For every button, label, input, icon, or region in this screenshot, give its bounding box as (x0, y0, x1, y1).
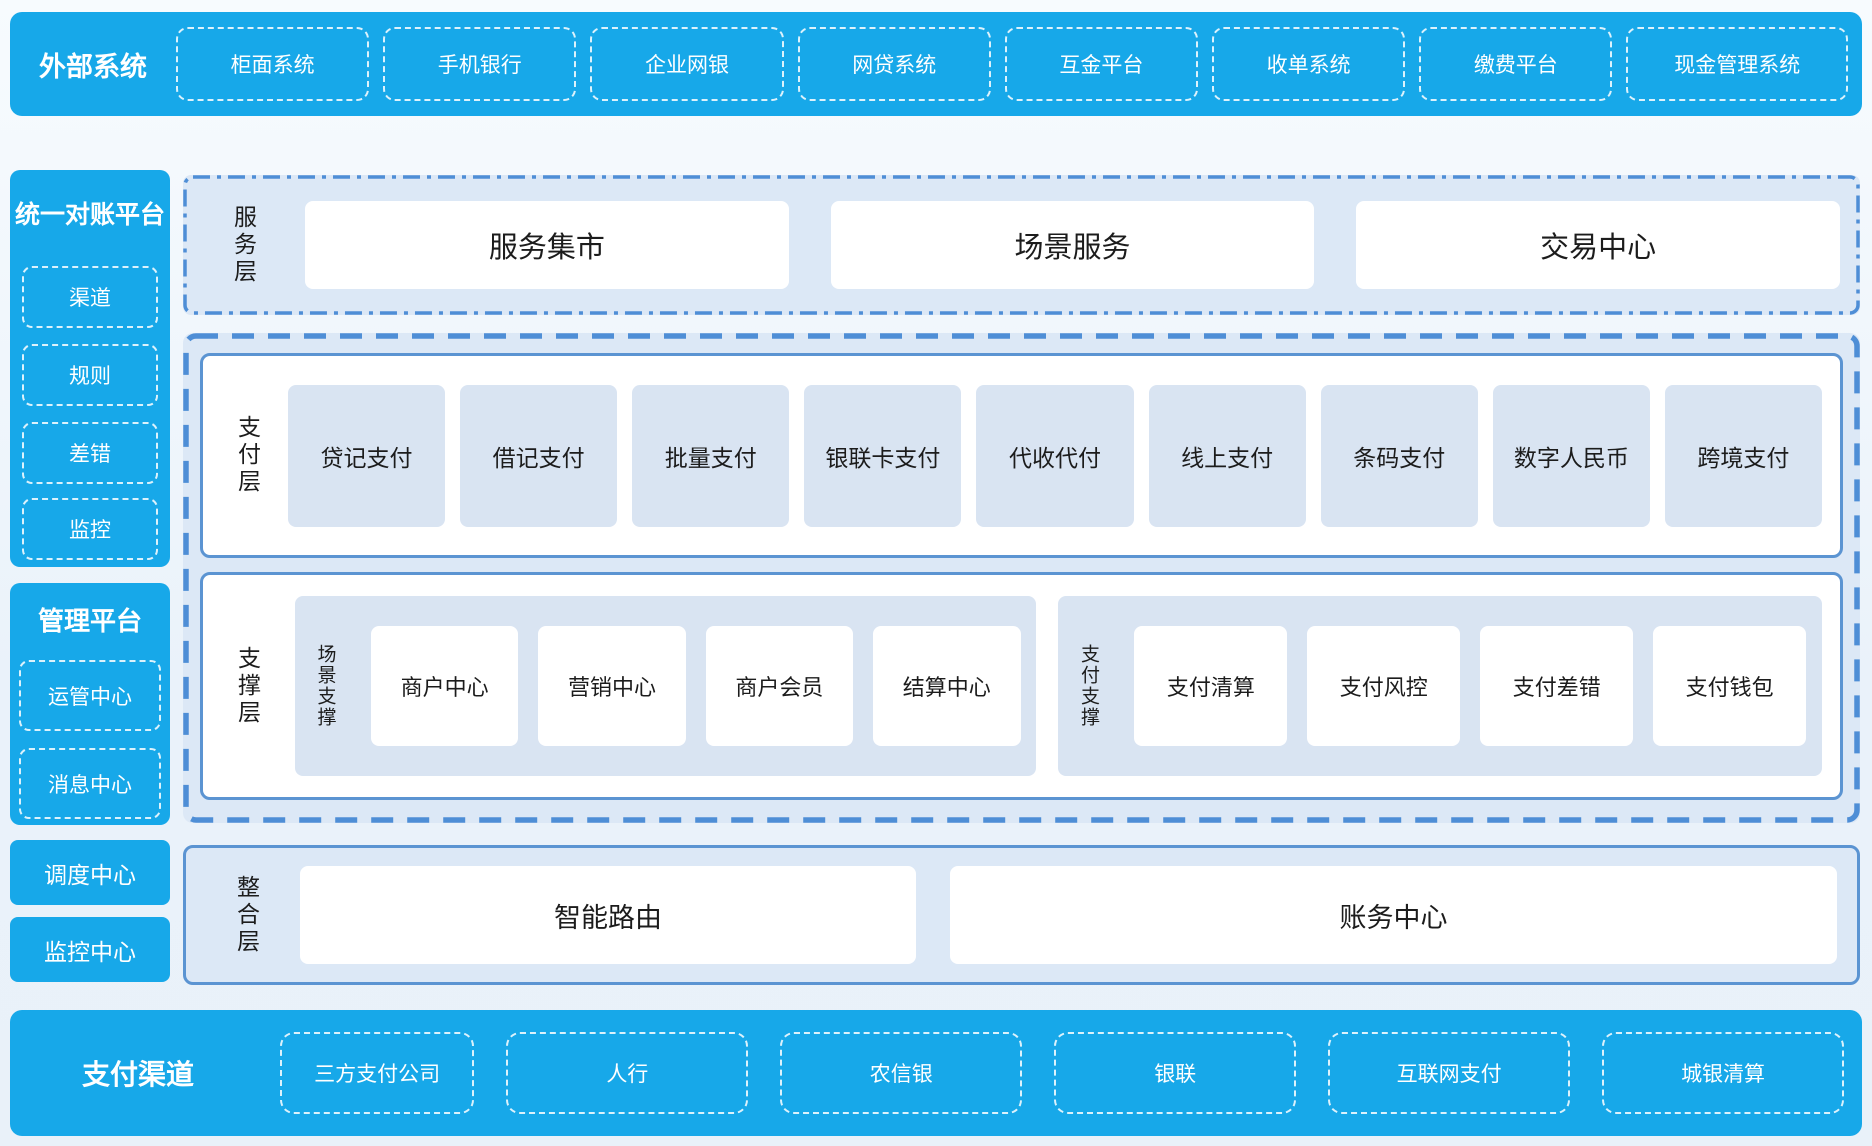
payment-layer-label: 支付层 (234, 415, 261, 496)
external-systems-label: 外部系统 (39, 51, 147, 82)
payment-support-label: 支付支撑 (1077, 644, 1099, 728)
dispatch-center-block: 调度中心 (10, 840, 170, 905)
recon-item: 监控 (22, 498, 158, 560)
service-layer-label: 服务层 (230, 204, 257, 286)
integration-layer-label: 整合层 (233, 874, 260, 956)
external-system-item: 手机银行 (383, 27, 577, 101)
mgmt-item: 运管中心 (19, 660, 161, 731)
payment-channel-item: 银联 (1054, 1032, 1297, 1114)
payment-channel-item: 农信银 (780, 1032, 1023, 1114)
payment-item: 借记支付 (460, 384, 618, 527)
scene-support-item: 营销中心 (538, 626, 686, 746)
payment-channel-item: 互联网支付 (1328, 1032, 1571, 1114)
external-system-item: 企业网银 (590, 27, 784, 101)
external-system-item: 缴费平台 (1419, 27, 1613, 101)
external-system-item: 柜面系统 (176, 27, 370, 101)
core-layers-container: 支付层 贷记支付 借记支付 批量支付 银联卡支付 代收代付 线上支付 条码支付 … (183, 333, 1860, 823)
integration-item: 智能路由 (300, 866, 916, 964)
recon-item: 渠道 (22, 266, 158, 328)
scene-support-item: 结算中心 (873, 626, 1021, 746)
reconciliation-platform-title: 统一对账平台 (14, 201, 165, 229)
external-system-item: 网贷系统 (797, 27, 991, 101)
recon-item: 差错 (22, 422, 158, 484)
payment-layer: 支付层 贷记支付 借记支付 批量支付 银联卡支付 代收代付 线上支付 条码支付 … (200, 353, 1843, 558)
management-platform-block: 管理平台 运管中心 消息中心 (10, 583, 170, 825)
payment-item: 银联卡支付 (804, 384, 962, 527)
payment-channel-item: 三方支付公司 (280, 1032, 475, 1114)
payment-support-item: 支付差错 (1480, 626, 1634, 746)
payment-item: 代收代付 (976, 384, 1134, 527)
reconciliation-platform-block: 统一对账平台 渠道 规则 差错 监控 (10, 170, 170, 567)
scene-support-item: 商户中心 (371, 626, 519, 746)
payment-support-item: 支付风控 (1307, 626, 1461, 746)
payment-item: 数字人民币 (1492, 384, 1650, 527)
monitor-center-block: 监控中心 (10, 917, 170, 982)
payment-channels-label: 支付渠道 (81, 1059, 194, 1090)
payment-item: 条码支付 (1320, 384, 1478, 527)
payment-support-group: 支付支撑 支付清算 支付风控 支付差错 支付钱包 (1058, 596, 1822, 776)
management-platform-title: 管理平台 (37, 606, 142, 636)
payment-item: 跨境支付 (1664, 384, 1822, 527)
service-item: 交易中心 (1356, 201, 1841, 289)
mgmt-item: 消息中心 (19, 748, 161, 819)
payment-item: 贷记支付 (288, 384, 446, 527)
service-layer: 服务层 服务集市 场景服务 交易中心 (183, 175, 1860, 315)
support-layer-label: 支撑层 (234, 645, 261, 727)
external-system-item: 互金平台 (1004, 27, 1199, 101)
integration-layer: 整合层 智能路由 账务中心 (183, 845, 1860, 985)
payment-channels-bar: 支付渠道 三方支付公司 人行 农信银 银联 互联网支付 城银清算 (10, 1010, 1862, 1136)
payment-item: 线上支付 (1148, 384, 1306, 527)
payment-channel-item: 人行 (506, 1032, 749, 1114)
scene-support-label: 场景支撑 (314, 644, 336, 728)
support-layer: 支撑层 场景支撑 商户中心 营销中心 商户会员 结算中心 支付支撑 支付清算 支… (200, 572, 1843, 800)
external-system-item: 收单系统 (1212, 27, 1406, 101)
payment-channel-item: 城银清算 (1602, 1032, 1845, 1114)
scene-support-group: 场景支撑 商户中心 营销中心 商户会员 结算中心 (295, 596, 1037, 776)
scene-support-item: 商户会员 (705, 626, 854, 746)
payment-support-item: 支付清算 (1134, 626, 1288, 746)
payment-item: 批量支付 (632, 384, 790, 527)
integration-item: 账务中心 (949, 866, 1837, 964)
service-item: 场景服务 (830, 201, 1315, 289)
service-item: 服务集市 (305, 201, 789, 289)
external-system-item: 现金管理系统 (1626, 27, 1848, 101)
recon-item: 规则 (22, 344, 158, 406)
payment-support-item: 支付钱包 (1653, 626, 1807, 746)
external-systems-bar: 外部系统 柜面系统 手机银行 企业网银 网贷系统 互金平台 收单系统 缴费平台 … (10, 12, 1862, 116)
